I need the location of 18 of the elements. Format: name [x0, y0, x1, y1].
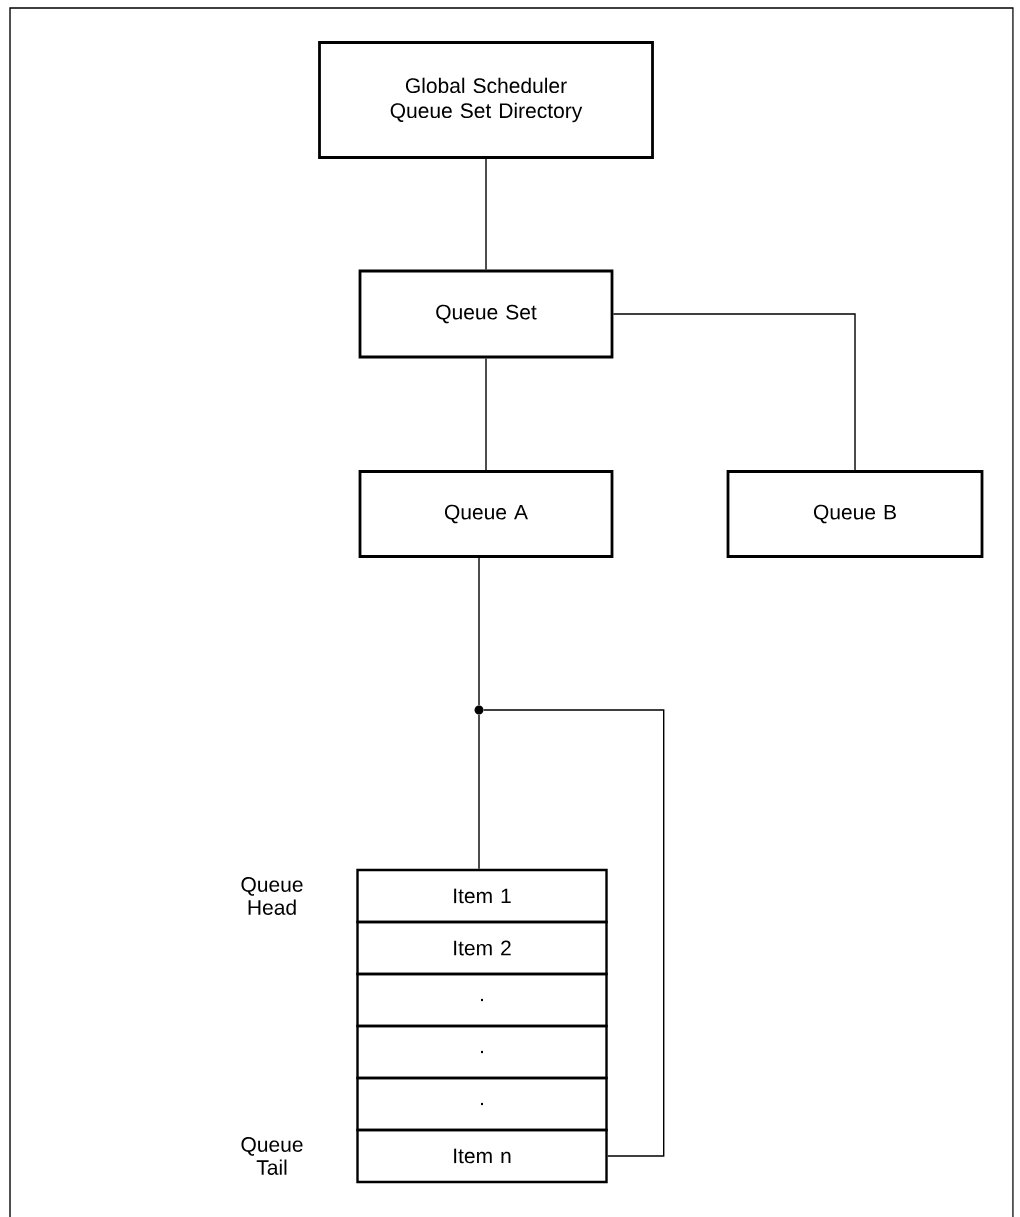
connector-line — [485, 158, 487, 271]
item-cell: . — [356, 972, 608, 1028]
connector-line — [612, 313, 856, 471]
item-cell: Item n — [356, 1128, 608, 1184]
item-cell: Item 2 — [356, 920, 608, 976]
item-cell: . — [356, 1076, 608, 1132]
side-label: Queue Tail — [241, 1137, 303, 1175]
side-label: Queue Head — [241, 877, 303, 915]
connector-line — [478, 714, 480, 870]
item-cell: Item 1 — [356, 868, 608, 924]
scheduler-box: Global Scheduler Queue Set Directory — [318, 41, 654, 159]
item-cell: . — [356, 1024, 608, 1080]
connector-line — [483, 709, 665, 1157]
queue-box: Queue Set — [358, 269, 614, 359]
queue-box: Queue B — [726, 470, 984, 558]
connector-line — [478, 557, 480, 706]
queue-box: Queue A — [358, 470, 614, 558]
connector-line — [485, 357, 487, 471]
